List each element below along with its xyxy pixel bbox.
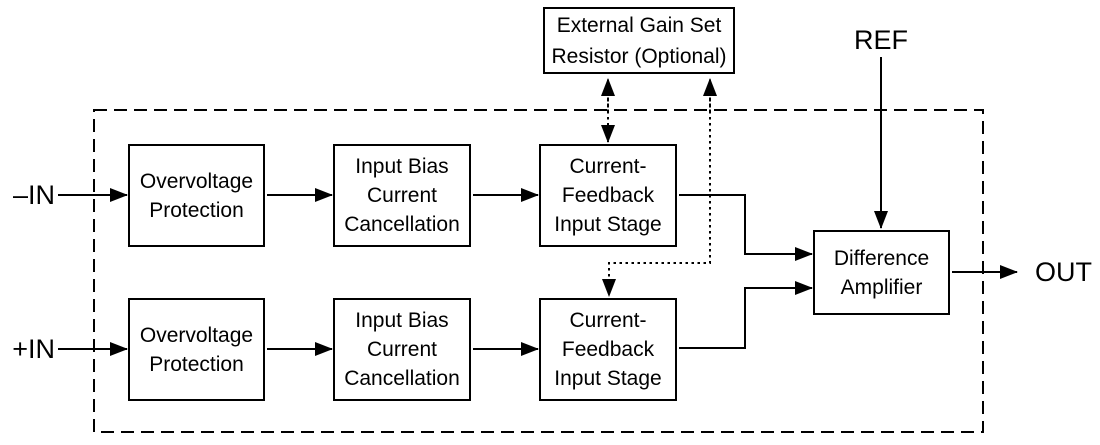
block-label: Difference Amplifier <box>833 246 930 299</box>
block-label: Overvoltage Protection <box>139 169 254 222</box>
pin-label-neg-in: –IN <box>12 180 55 210</box>
block-label: Current- Feedback Input Stage <box>554 155 662 236</box>
block-current-feedback-input-stage-top: Current- Feedback Input Stage <box>539 144 677 247</box>
gain-link-right-down <box>602 93 711 297</box>
pin-label-pos-in: +IN <box>12 334 55 364</box>
block-label: Input Bias Current Cancellation <box>344 309 460 390</box>
block-input-bias-current-cancellation-top: Input Bias Current Cancellation <box>333 144 471 247</box>
pin-label-ref: REF <box>854 25 908 55</box>
block-label: External Gain Set Resistor (Optional) <box>551 13 727 68</box>
block-current-feedback-input-stage-bottom: Current- Feedback Input Stage <box>539 298 677 401</box>
wire-cf2-to-diffamp <box>679 281 813 349</box>
block-label: Input Bias Current Cancellation <box>344 155 460 236</box>
wire-cf1-to-diffamp <box>679 194 813 261</box>
block-overvoltage-protection-top: Overvoltage Protection <box>128 144 265 247</box>
pin-label-out: OUT <box>1035 257 1092 287</box>
block-overvoltage-protection-bottom: Overvoltage Protection <box>128 298 265 401</box>
block-input-bias-current-cancellation-bottom: Input Bias Current Cancellation <box>333 298 471 401</box>
block-label: Current- Feedback Input Stage <box>554 309 662 390</box>
block-label: Overvoltage Protection <box>139 323 254 376</box>
block-difference-amplifier: Difference Amplifier <box>813 230 950 315</box>
block-external-gain-set-resistor: External Gain Set Resistor (Optional) <box>543 7 735 74</box>
